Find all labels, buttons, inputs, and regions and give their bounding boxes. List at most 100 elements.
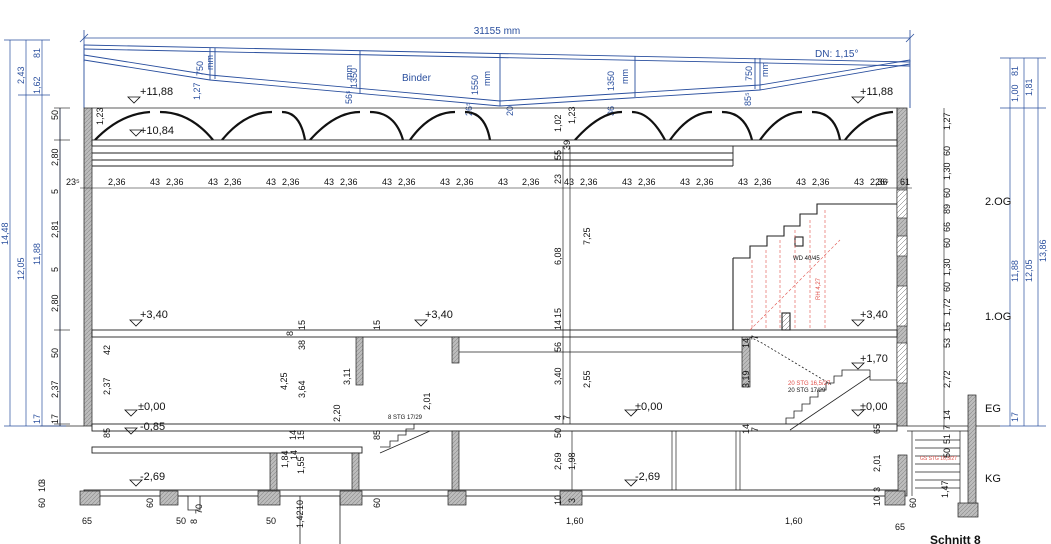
svg-text:36: 36 xyxy=(606,106,616,116)
truss-depth-labels: 750 mm 1350 mm 1550 mm 1350 mm 750 mm 1,… xyxy=(192,55,770,116)
ceiling-dim-bay: 2,36 xyxy=(696,177,714,187)
level-eg-mid: ±0,00 xyxy=(635,401,662,413)
ceiling-dim-gap: 43 xyxy=(796,177,806,187)
ceiling-dimensions: 23⁵ 2,36 43 2,36 43 2,36 43 2,36 43 2,36 43 2,36 43 2… xyxy=(66,177,910,187)
left-total-dim: 14,48 xyxy=(0,222,10,245)
svg-text:mm: mm xyxy=(205,55,215,70)
svg-text:10: 10 xyxy=(872,496,882,506)
svg-text:2,01: 2,01 xyxy=(872,454,882,472)
svg-text:60: 60 xyxy=(37,498,47,508)
level-eg-low: -0,85 xyxy=(140,421,165,433)
ceiling-dim-end-b: 61 xyxy=(900,177,910,187)
svg-text:65: 65 xyxy=(82,516,92,526)
level-ceiling: +10,84 xyxy=(140,125,174,137)
right-total-dim: 13,86 xyxy=(1038,239,1048,262)
svg-text:1550: 1550 xyxy=(470,75,480,95)
svg-text:39: 39 xyxy=(562,140,572,150)
main-stairs xyxy=(749,336,900,431)
svg-text:60: 60 xyxy=(145,498,155,508)
ceiling-dim-gap: 43 xyxy=(680,177,690,187)
svg-text:89: 89 xyxy=(942,204,952,214)
svg-text:3: 3 xyxy=(567,498,577,503)
level-eg-right: ±0,00 xyxy=(860,401,887,413)
red-stair-annotations xyxy=(749,210,841,331)
svg-text:14: 14 xyxy=(741,424,751,434)
svg-text:3,40: 3,40 xyxy=(553,367,563,385)
svg-text:17: 17 xyxy=(50,414,60,424)
svg-text:3,19: 3,19 xyxy=(741,370,751,388)
interior-lines xyxy=(459,146,742,490)
ceiling-dim-bay: 2,36 xyxy=(812,177,830,187)
ceiling-dim-gap: 43 xyxy=(324,177,334,187)
svg-text:50: 50 xyxy=(50,110,60,120)
svg-text:2,20: 2,20 xyxy=(332,404,342,422)
svg-text:85⁵: 85⁵ xyxy=(743,92,753,106)
ceiling-dim-bay: 2,36 xyxy=(522,177,540,187)
ceiling-dim-bay: 2,36 xyxy=(224,177,242,187)
ceiling-dim-bay: 2,36 xyxy=(282,177,300,187)
svg-text:23: 23 xyxy=(553,174,563,184)
ceiling-dim-gap: 43 xyxy=(622,177,632,187)
svg-text:mm: mm xyxy=(344,65,354,80)
svg-text:10: 10 xyxy=(37,482,47,492)
level-labels: +11,88 +10,84 +11,88 +3,40 +3,40 +3,40 +… xyxy=(138,86,893,483)
svg-text:1,23: 1,23 xyxy=(567,106,577,124)
svg-text:1,30: 1,30 xyxy=(942,258,952,276)
basement-pit xyxy=(180,495,341,544)
right-inner-dim: 11,88 xyxy=(1010,260,1020,282)
ceiling-dim-bay: 2,36 xyxy=(638,177,656,187)
svg-text:8: 8 xyxy=(285,331,295,336)
ceiling-dim-bay: 2,36 xyxy=(340,177,358,187)
main-stair-label-2: 20 STG 17/29 xyxy=(788,388,826,394)
svg-text:15: 15 xyxy=(553,308,563,318)
interior-dimensions: 42 2,37 85 4,25 3,64 38 15 8 2,20 3,11 1… xyxy=(37,320,950,532)
svg-text:3: 3 xyxy=(37,479,47,484)
svg-text:70: 70 xyxy=(194,504,204,514)
ceiling-dim-gap: 43 xyxy=(208,177,218,187)
svg-text:7: 7 xyxy=(750,427,760,432)
floor-eg: EG xyxy=(985,403,1001,415)
svg-text:53: 53 xyxy=(942,338,952,348)
svg-text:10: 10 xyxy=(295,500,305,510)
svg-text:50: 50 xyxy=(266,516,276,526)
upper-stairs xyxy=(732,203,897,331)
svg-text:65: 65 xyxy=(895,522,905,532)
svg-text:1,60: 1,60 xyxy=(785,516,803,526)
svg-text:1,81: 1,81 xyxy=(1024,78,1034,96)
svg-text:38: 38 xyxy=(297,340,307,350)
svg-text:1,55: 1,55 xyxy=(296,456,306,474)
floor-og2: 2.OG xyxy=(985,196,1011,208)
svg-text:750: 750 xyxy=(195,61,205,76)
svg-text:60: 60 xyxy=(372,498,382,508)
ceiling-dim-bay: 2,36 xyxy=(580,177,598,187)
ceiling-dim-gap: 43 xyxy=(382,177,392,187)
ceiling-dim-bay: 2,36 xyxy=(754,177,772,187)
roof-slope-label: DN: 1,15° xyxy=(815,49,858,60)
left-inner-dim: 11,88 xyxy=(32,243,42,265)
svg-text:1,60: 1,60 xyxy=(566,516,584,526)
svg-text:1,98: 1,98 xyxy=(567,452,577,470)
svg-text:85: 85 xyxy=(102,428,112,438)
svg-text:1,72: 1,72 xyxy=(942,298,952,316)
red-stair-rise: RH 4,27 xyxy=(816,277,822,300)
svg-text:65: 65 xyxy=(872,424,882,434)
svg-text:81: 81 xyxy=(32,48,42,58)
svg-text:2,37: 2,37 xyxy=(50,380,60,398)
right-dimension-lines xyxy=(1000,57,1046,427)
roof-truss xyxy=(83,44,911,108)
basement-stairs xyxy=(379,423,431,454)
foundations xyxy=(79,394,979,518)
ceiling-dim-bay: 2,36 xyxy=(166,177,184,187)
svg-text:56: 56 xyxy=(553,342,563,352)
svg-text:14: 14 xyxy=(553,320,563,330)
svg-text:85: 85 xyxy=(372,430,382,440)
svg-text:2,72: 2,72 xyxy=(942,370,952,388)
right-windows xyxy=(896,189,908,384)
svg-text:1,00: 1,00 xyxy=(1010,84,1020,102)
ceiling-dim-start: 23⁵ xyxy=(66,177,80,187)
svg-text:1,42: 1,42 xyxy=(295,510,305,528)
exterior-stair xyxy=(907,425,968,503)
cellar-stair-label: GS STG 16,5/27 xyxy=(920,456,957,462)
svg-text:2,69: 2,69 xyxy=(553,452,563,470)
ceiling-dim-end-a: 26⁵ xyxy=(875,177,889,187)
